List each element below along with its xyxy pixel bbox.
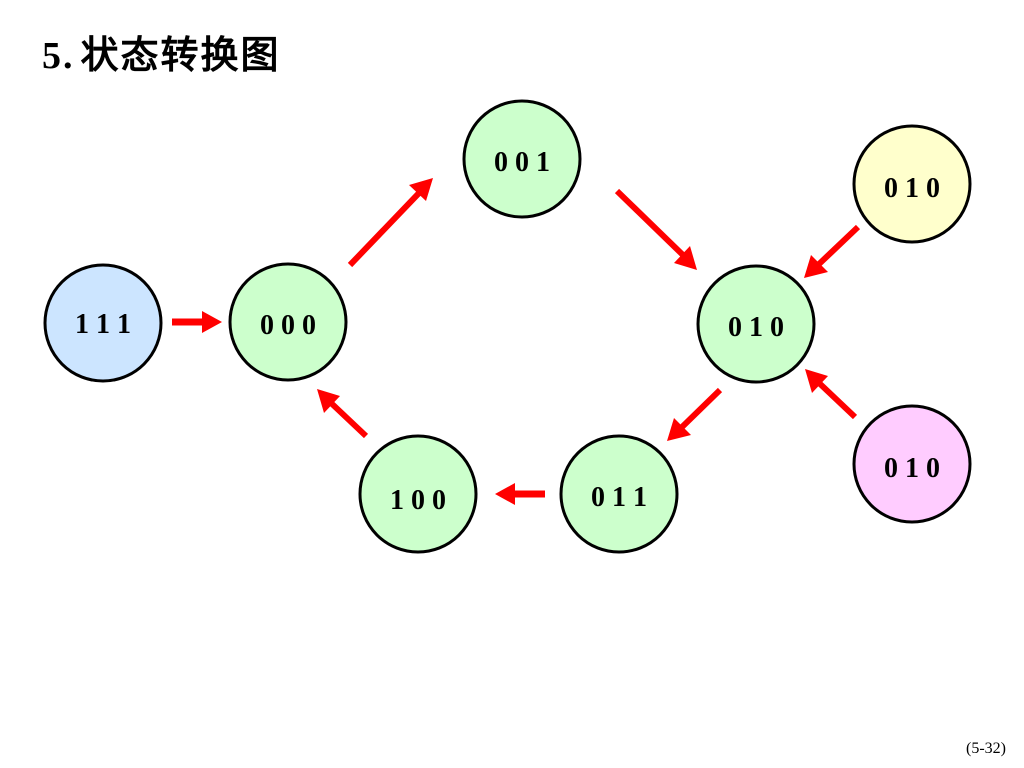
- state-111: 1 1 1: [43, 263, 163, 383]
- state-circle: [358, 434, 478, 554]
- arrow-000-to-001: [347, 178, 433, 268]
- arrow-head: [667, 418, 691, 441]
- state-label: 0 1 0: [884, 453, 940, 484]
- arrow-shaft: [678, 387, 723, 431]
- state-010: 0 1 0: [696, 264, 816, 384]
- state-circle: [852, 124, 972, 244]
- arrow-shaft: [347, 189, 423, 268]
- state-010-pink: 0 1 0: [852, 404, 972, 524]
- state-circle: [228, 262, 348, 382]
- state-label: 0 0 1: [494, 147, 550, 178]
- state-010-yellow: 0 1 0: [852, 124, 972, 244]
- arrow-shaft: [815, 224, 861, 268]
- title-number: 5.: [42, 35, 75, 77]
- arrow-head: [674, 246, 697, 270]
- arrow-head: [409, 178, 433, 201]
- arrow-010pink-to-010: [805, 369, 858, 420]
- state-label: 0 1 0: [884, 173, 940, 204]
- state-001: 0 0 1: [462, 99, 582, 219]
- state-011: 0 1 1: [559, 434, 679, 554]
- state-label: 0 1 0: [728, 312, 784, 343]
- arrow-100-to-000: [317, 389, 369, 439]
- state-circle: [462, 99, 582, 219]
- arrow-head: [805, 369, 828, 393]
- state-label: 0 0 0: [260, 310, 316, 341]
- arrow-head: [317, 389, 340, 413]
- state-label: 0 1 1: [591, 482, 647, 513]
- arrow-010-to-011: [667, 387, 723, 441]
- state-circle: [696, 264, 816, 384]
- arrow-011-to-100: [495, 483, 545, 505]
- state-000: 0 0 0: [228, 262, 348, 382]
- slide-title: 5.状态转换图: [42, 24, 281, 79]
- arrow-010yellow-to-010: [804, 224, 861, 278]
- transition-arrows: [172, 178, 861, 505]
- state-circle: [559, 434, 679, 554]
- title-text: 状态转换图: [80, 35, 281, 77]
- state-circle: [852, 404, 972, 524]
- arrow-shaft: [815, 379, 858, 420]
- arrow-111-to-000: [172, 311, 222, 333]
- state-label: 1 0 0: [390, 485, 446, 516]
- state-100: 1 0 0: [358, 434, 478, 554]
- arrow-head: [804, 255, 828, 278]
- page-number: (5-32): [966, 740, 1006, 757]
- state-circle: [43, 263, 163, 383]
- arrow-head: [495, 483, 515, 505]
- arrow-001-to-010: [614, 188, 697, 270]
- arrow-shaft: [327, 399, 369, 439]
- state-label: 1 1 1: [75, 309, 131, 340]
- arrow-shaft: [614, 188, 687, 259]
- arrow-head: [202, 311, 222, 333]
